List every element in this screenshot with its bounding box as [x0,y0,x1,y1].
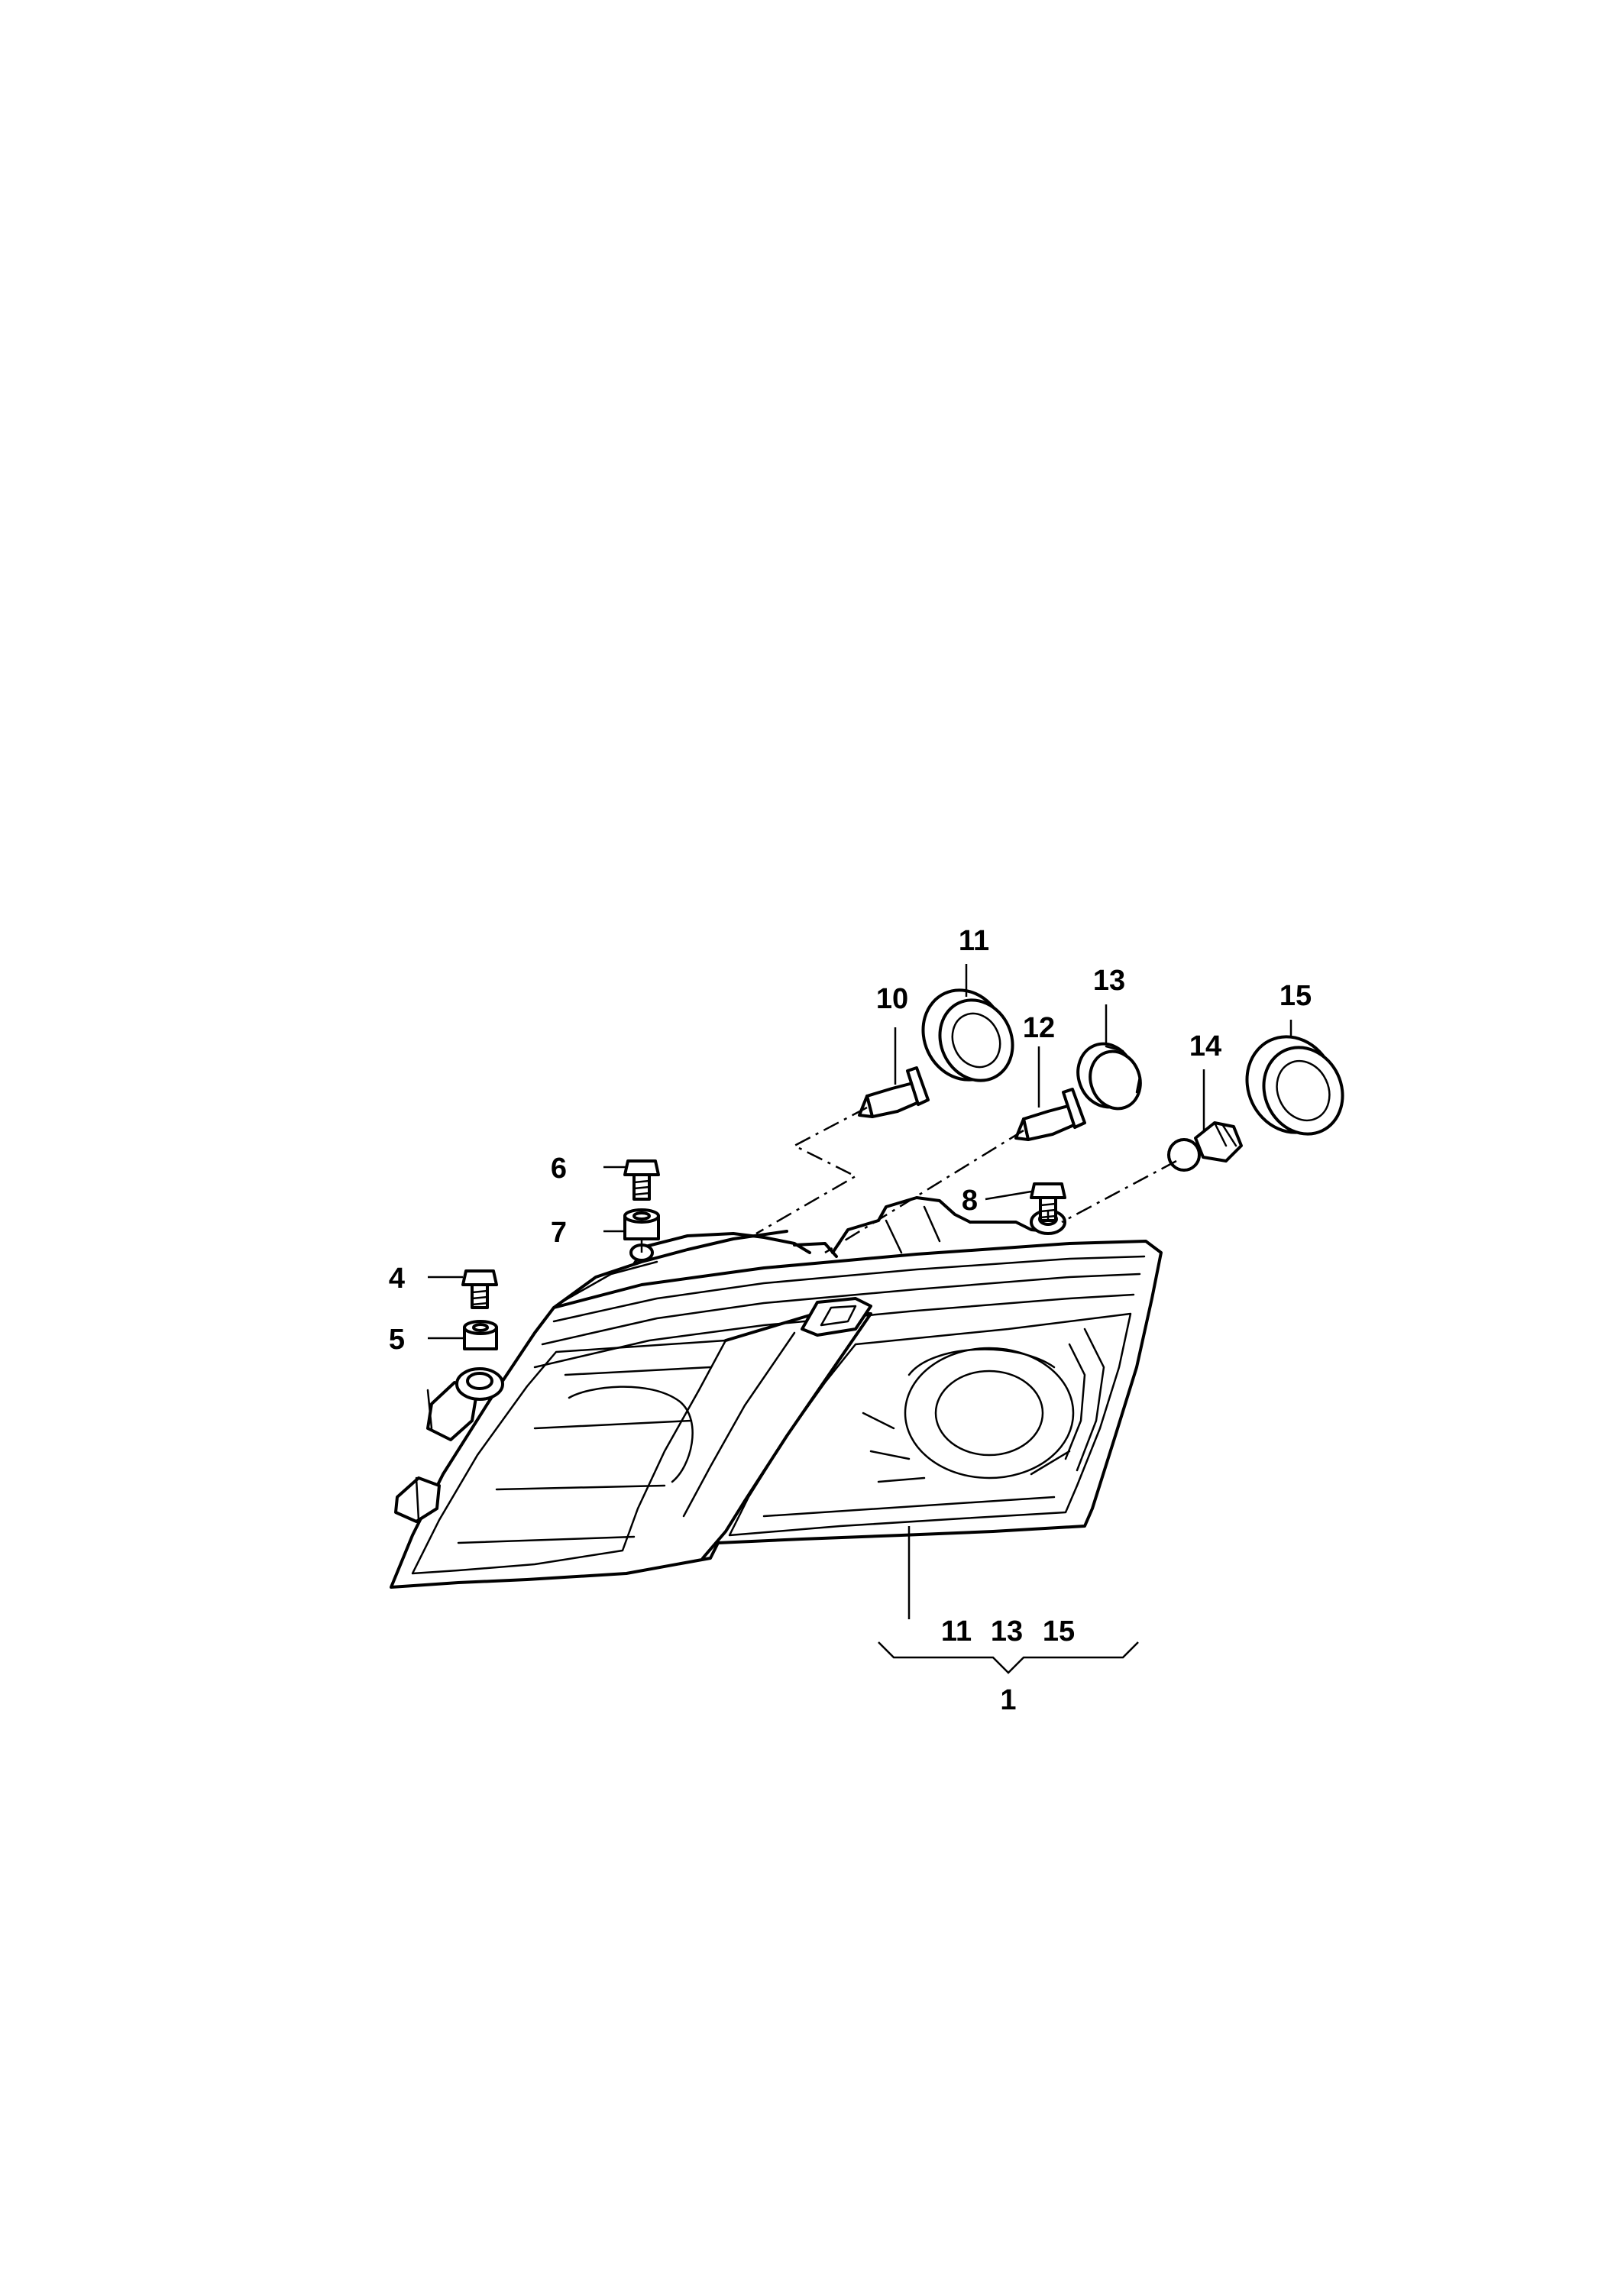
assembly-lines [755,1106,1177,1254]
callout-14: 14 [1189,1030,1221,1062]
part-4-bolt [461,1269,498,1309]
callout-10: 10 [876,983,908,1015]
part-8-bolt [1030,1182,1066,1222]
part-14-bulb [1167,1121,1243,1172]
part-5-grommet [463,1320,498,1350]
part-10-bulb [858,1066,930,1118]
bracket-item-13: 13 [991,1615,1023,1648]
callout-4: 4 [389,1263,405,1295]
callout-8: 8 [962,1185,978,1217]
callout-5: 5 [389,1324,405,1356]
leader-lines [428,964,1292,1674]
callout-labels: 6 7 4 5 8 10 11 12 13 14 15 11 13 15 1 [389,925,1312,1716]
callout-6: 6 [551,1153,567,1185]
part-15-cap [1245,1035,1344,1136]
callout-1: 1 [1000,1684,1016,1716]
callout-7: 7 [551,1217,567,1249]
callout-15: 15 [1279,980,1312,1012]
part-13-socket [1076,1042,1142,1111]
bracket-item-15: 15 [1043,1615,1075,1648]
headlamp-assembly [390,1196,1163,1589]
part-12-bulb [1014,1088,1086,1141]
callout-13: 13 [1093,965,1125,997]
part-11-cap [921,988,1014,1082]
callout-12: 12 [1023,1012,1055,1044]
part-7-grommet [623,1208,660,1240]
part-6-bolt [623,1159,660,1201]
bracket-item-11: 11 [941,1615,972,1648]
callout-11: 11 [959,925,989,957]
